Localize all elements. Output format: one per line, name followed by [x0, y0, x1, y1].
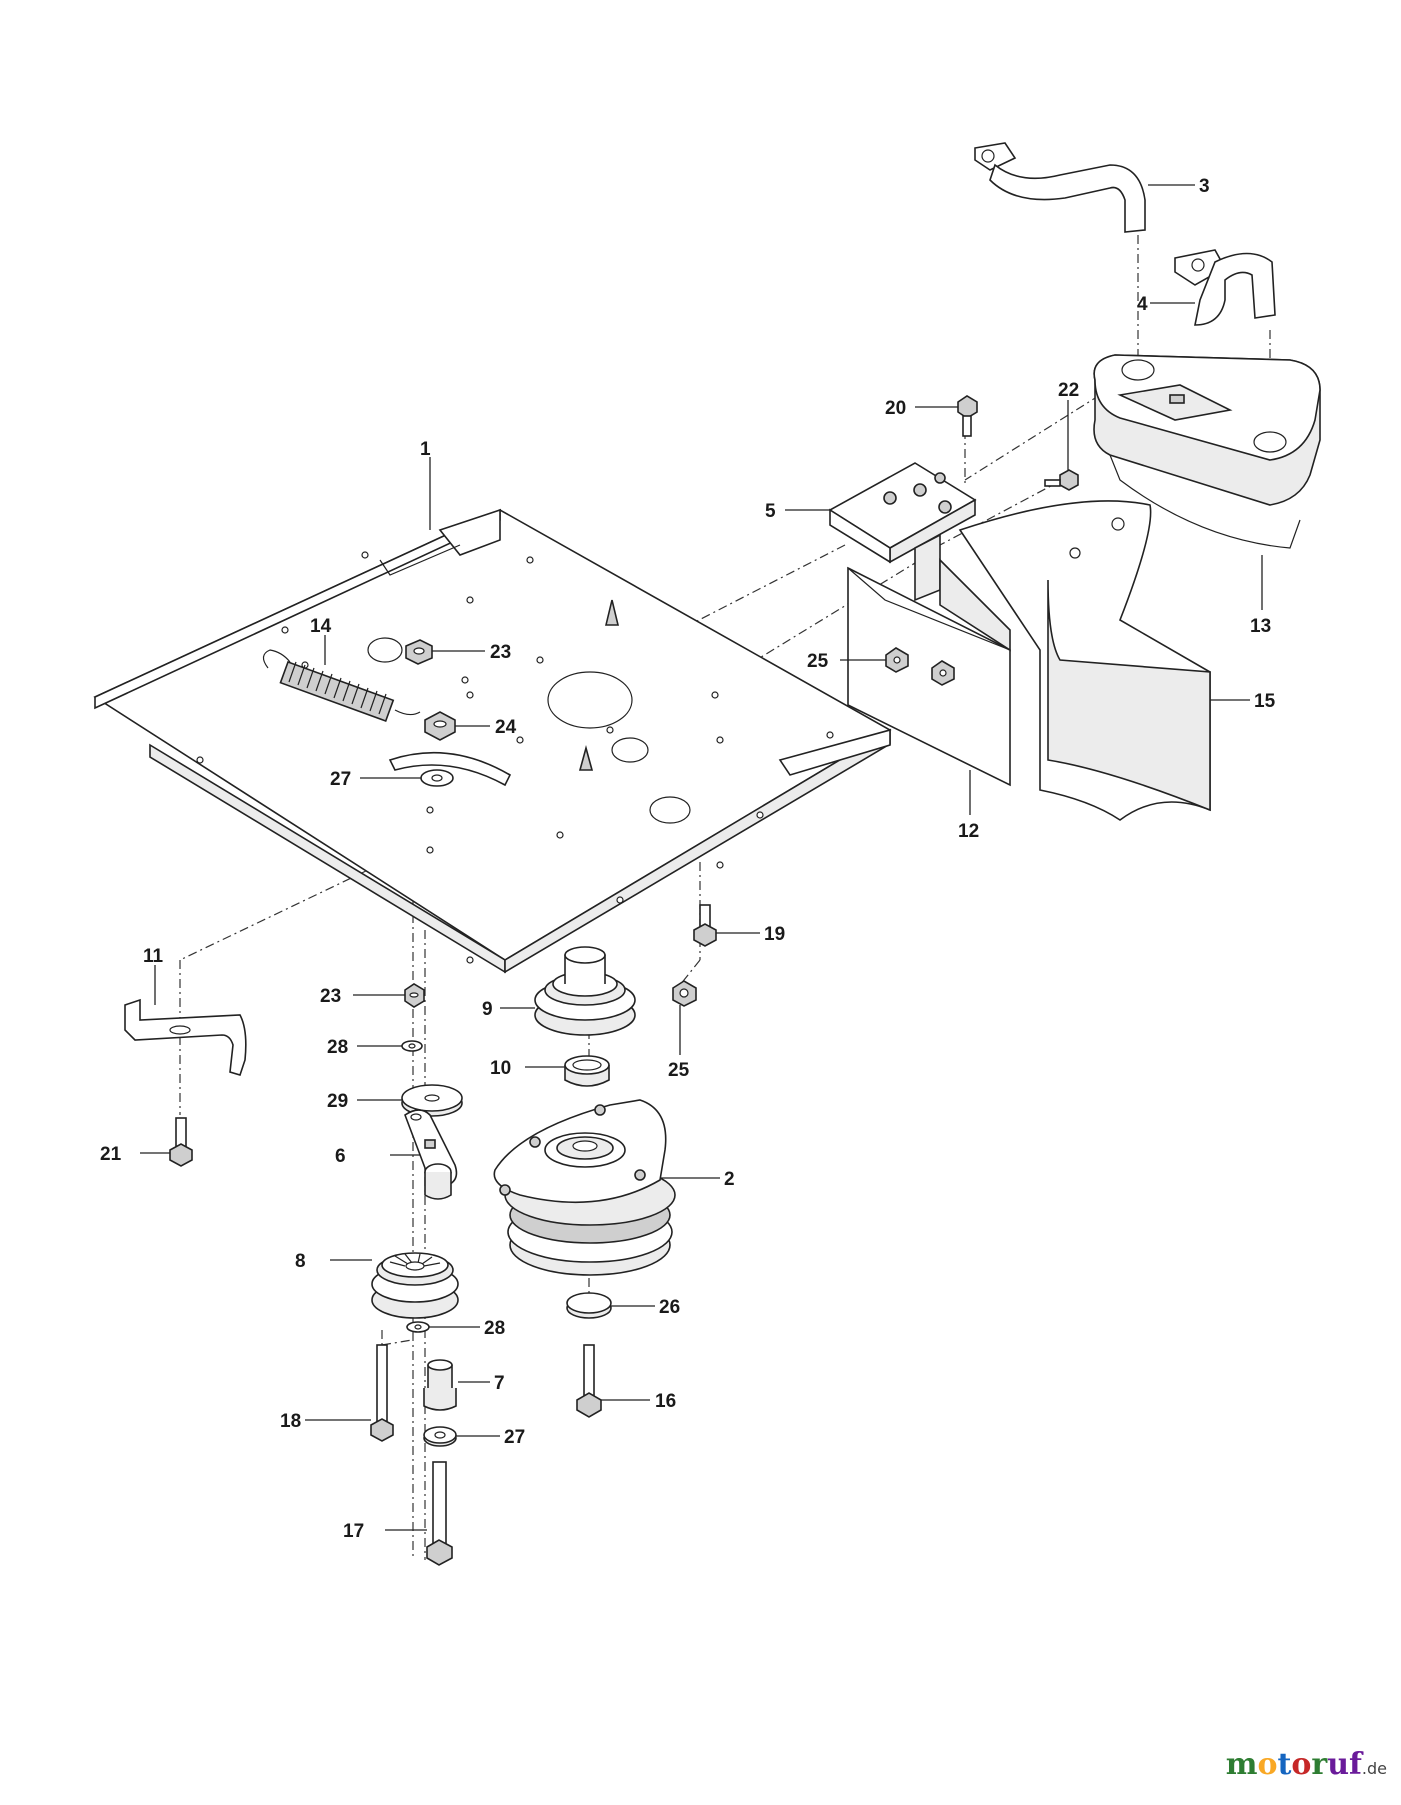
callout-12: 12 [958, 821, 979, 842]
bushing-part-10 [564, 1055, 610, 1087]
spring-part-14 [262, 649, 421, 723]
callout-21: 21 [100, 1144, 122, 1165]
callout-25-lower: 25 [668, 1060, 690, 1081]
callout-11: 11 [143, 946, 164, 967]
callout-2: 2 [724, 1169, 735, 1190]
callout-1: 1 [420, 439, 431, 460]
pulley-part-9 [534, 946, 636, 1036]
callout-17: 17 [343, 1521, 364, 1542]
heat-shield-part-15 [958, 500, 1211, 821]
callout-labels: 1 2 3 4 5 6 7 8 9 10 11 12 13 14 15 16 1… [100, 176, 1276, 1542]
washer-part-28-lower [406, 1321, 430, 1333]
callout-5: 5 [765, 501, 776, 522]
callout-3: 3 [1199, 176, 1210, 197]
idler-arm-part-6 [404, 1109, 458, 1200]
washer-part-26 [566, 1292, 612, 1319]
callout-28-lower: 28 [484, 1318, 505, 1339]
callout-8: 8 [295, 1251, 306, 1272]
callout-18: 18 [280, 1411, 301, 1432]
callout-13: 13 [1250, 616, 1271, 637]
bolt-part-18 [370, 1344, 394, 1442]
bracket-part-5 [828, 462, 977, 602]
bolt-part-21 [169, 1117, 193, 1167]
callout-9: 9 [482, 999, 493, 1020]
nut-part-23-lower [404, 983, 425, 1008]
exhaust-pipe-part-4 [1174, 249, 1276, 326]
bolt-part-22 [1044, 469, 1079, 491]
watermark-logo: motoruf.de [1225, 1747, 1387, 1782]
exhaust-pipe-part-3 [974, 142, 1146, 233]
callout-28-top: 28 [327, 1037, 348, 1058]
nut-part-25-shield-b [931, 660, 955, 686]
leader-lines [140, 184, 1263, 1531]
callout-4: 4 [1137, 294, 1148, 315]
callout-27-lower: 27 [504, 1427, 525, 1448]
bracket-part-11 [124, 998, 247, 1076]
washer-part-28-top [401, 1040, 423, 1052]
callout-16: 16 [655, 1391, 676, 1412]
spacer-part-7 [423, 1359, 457, 1411]
callout-20: 20 [885, 398, 906, 419]
callout-14: 14 [310, 616, 332, 637]
callout-22: 22 [1058, 380, 1079, 401]
clutch-part-2 [493, 1099, 676, 1276]
mounting-plate-part-1 [93, 508, 892, 974]
bolt-part-16 [576, 1344, 602, 1418]
callout-27-top: 27 [330, 769, 351, 790]
callout-10: 10 [490, 1058, 511, 1079]
nut-part-24 [424, 711, 456, 741]
idler-pulley-part-8 [371, 1252, 459, 1319]
callout-26: 26 [659, 1297, 680, 1318]
callout-29: 29 [327, 1091, 348, 1112]
bolt-part-20 [957, 395, 978, 437]
washer-part-27-top [420, 769, 454, 787]
callout-15: 15 [1254, 691, 1276, 712]
callout-24: 24 [495, 717, 517, 738]
callout-7: 7 [494, 1373, 505, 1394]
callout-23-lower: 23 [320, 986, 341, 1007]
heat-shield-part-12 [847, 558, 1011, 787]
callout-6: 6 [335, 1146, 346, 1167]
callout-25-shield: 25 [807, 651, 829, 672]
bolt-part-17 [426, 1461, 453, 1566]
nut-part-23-top [405, 639, 433, 665]
bolt-part-19 [693, 904, 717, 947]
washer-part-27-lower [423, 1426, 457, 1447]
callout-19: 19 [764, 924, 785, 945]
callout-23-top: 23 [490, 642, 511, 663]
nut-part-25-lower [672, 980, 697, 1007]
muffler-part-13 [1093, 354, 1321, 549]
nut-part-25-shield [885, 647, 909, 673]
